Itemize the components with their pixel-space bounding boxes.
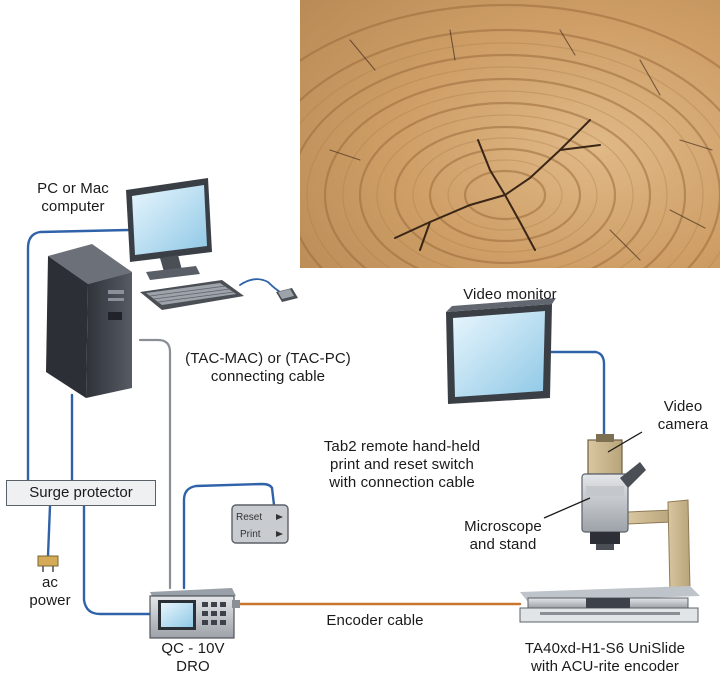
video-camera-label: Video camera	[648, 398, 718, 434]
microscope-label-line1: Microscope	[464, 518, 542, 535]
keyboard	[140, 280, 244, 310]
pc-label-line2: computer	[41, 198, 105, 215]
unislide-label-line2: with ACU-rite encoder	[531, 658, 679, 675]
wood-cross-section-photo	[300, 0, 720, 268]
tab2-label: Tab2 remote hand-held print and reset sw…	[292, 438, 512, 492]
pc-monitor	[126, 178, 212, 280]
ac-power-plug	[37, 555, 59, 572]
video-camera-label-line2: camera	[657, 416, 709, 433]
dro-label: QC - 10V DRO	[148, 640, 238, 676]
unislide	[519, 586, 700, 623]
surge-protector: Surge protector	[6, 480, 156, 506]
ac-power-label: ac power	[20, 574, 80, 610]
remote-print-label: Print	[240, 529, 261, 540]
dro-label-line1: QC - 10V	[161, 640, 225, 657]
tab2-remote: Reset Print	[231, 504, 289, 544]
unislide-label: TA40xd-H1-S6 UniSlide with ACU-rite enco…	[500, 640, 710, 676]
encoder-cable-label: Encoder cable	[326, 612, 424, 629]
remote-reset-label: Reset	[236, 512, 262, 523]
ac-power-label-line1: ac	[41, 574, 59, 591]
video-camera-label-line1: Video	[663, 398, 703, 415]
pc-label: PC or Mac computer	[18, 180, 128, 216]
ac-power-label-line2: power	[29, 592, 71, 609]
tab2-label-line3: with connection cable	[329, 474, 475, 491]
pc-label-line1: PC or Mac	[37, 180, 109, 197]
dro-unit	[149, 588, 240, 639]
microscope-label: Microscope and stand	[448, 518, 558, 554]
pointer-lines	[543, 431, 643, 519]
cables	[26, 228, 606, 616]
unislide-label-line1: TA40xd-H1-S6 UniSlide	[524, 640, 686, 657]
video-monitor	[446, 298, 556, 404]
connecting-cable-label-line2: connecting cable	[210, 368, 326, 385]
dro-label-line2: DRO	[176, 658, 210, 675]
connecting-cable-label: (TAC-MAC) or (TAC-PC) connecting cable	[168, 350, 368, 386]
video-monitor-label: Video monitor	[463, 286, 557, 303]
microscope-and-stand	[581, 434, 691, 593]
tab2-label-line1: Tab2 remote hand-held	[323, 438, 481, 455]
microscope-label-line2: and stand	[469, 536, 537, 553]
computer-tower	[46, 244, 132, 398]
connecting-cable-label-line1: (TAC-MAC) or (TAC-PC)	[185, 350, 351, 367]
tab2-label-line2: print and reset switch	[330, 456, 474, 473]
mouse	[276, 288, 298, 302]
